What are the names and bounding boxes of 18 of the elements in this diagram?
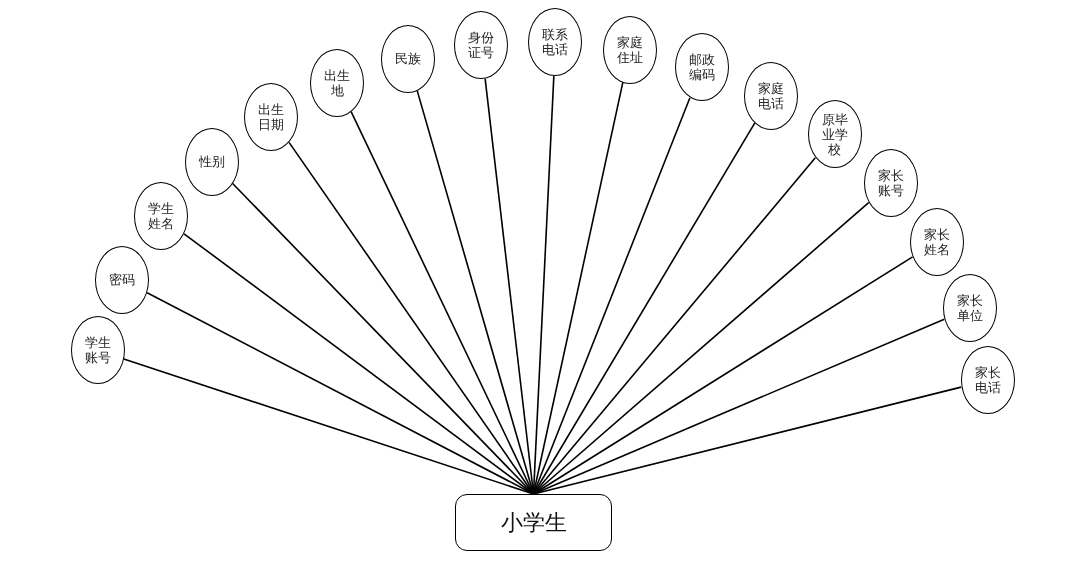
attribute-ellipse: 联系电话 [528,8,583,77]
attribute-ellipse: 身份证号 [454,11,509,80]
attribute-ellipse: 密码 [95,245,150,314]
attribute-ellipse: 性别 [184,127,239,196]
attribute-ellipse: 学生姓名 [133,182,188,251]
attribute-ellipse: 家庭电话 [744,61,799,130]
attribute-ellipse: 民族 [380,24,435,93]
attribute-ellipse: 家长账号 [863,149,918,218]
attribute-ellipse: 学生账号 [70,316,125,385]
attribute-ellipse: 家长电话 [960,346,1015,415]
attribute-ellipse: 出生地 [310,48,365,117]
attribute-ellipse: 家长姓名 [909,207,964,276]
attribute-ellipse: 原毕业学校 [807,100,862,169]
attribute-ellipse: 家长单位 [942,274,997,343]
attribute-ellipse: 邮政编码 [674,33,729,102]
attribute-ellipse: 出生日期 [244,82,299,151]
attribute-ellipse: 家庭住址 [602,15,657,84]
entity-box: 小学生 [455,494,612,551]
